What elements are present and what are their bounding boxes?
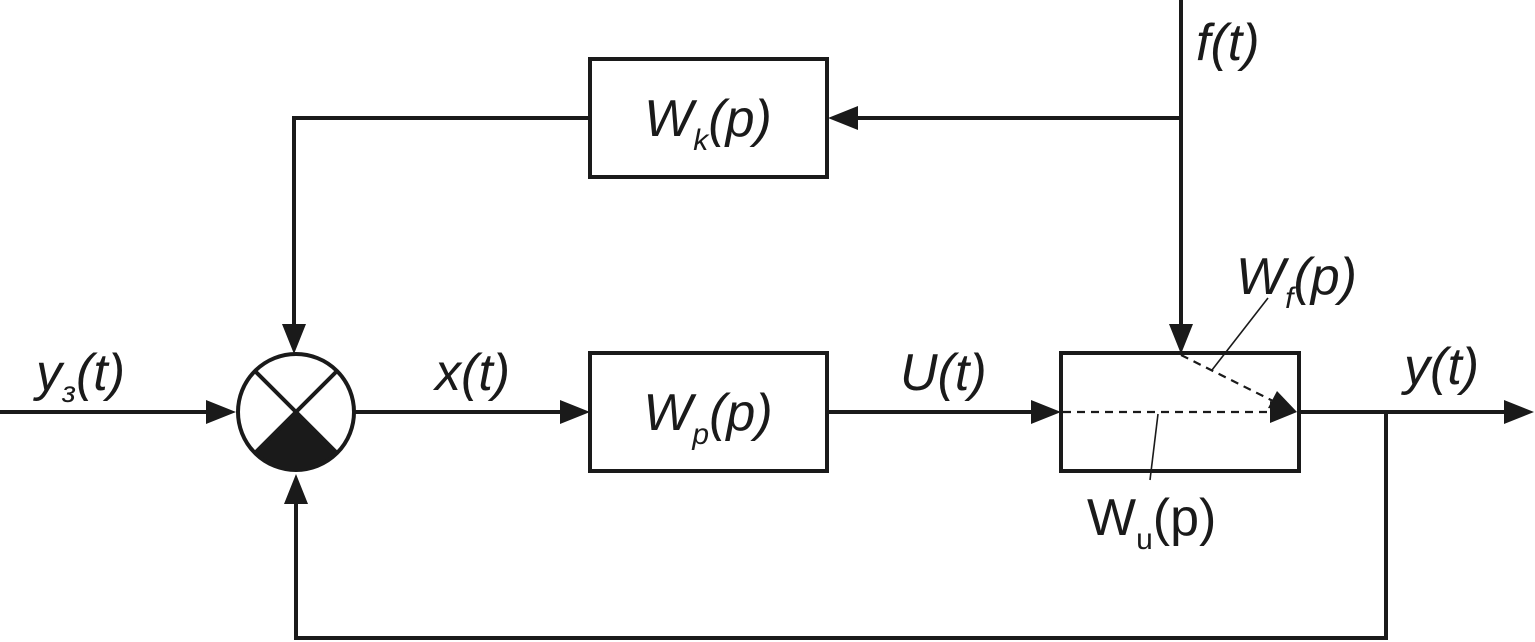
compensation-arrowhead xyxy=(828,106,858,130)
block-wk xyxy=(588,57,829,179)
block-wp-label: Wp(p) xyxy=(643,384,772,451)
compensation-out-arrowhead xyxy=(282,324,306,354)
compensation-out-wire xyxy=(292,116,590,326)
signal-y-label: y(t) xyxy=(1401,338,1479,396)
disturbance-arrowhead xyxy=(1169,324,1193,354)
wu-leader-line xyxy=(1149,413,1159,481)
summing-junction-cross-b xyxy=(253,369,339,455)
wf-leader-line xyxy=(1211,297,1269,371)
error-arrowhead xyxy=(560,400,590,424)
block-wp xyxy=(588,351,829,473)
block-wf-label: Wf(p) xyxy=(1236,248,1357,315)
block-wu-label: Wu(p) xyxy=(1087,489,1216,556)
signal-x-label: x(t) xyxy=(432,344,510,402)
wf-dashed-path xyxy=(1180,354,1276,403)
block-wk-label: Wk(p) xyxy=(644,90,772,157)
feedback-arrowhead xyxy=(284,474,308,504)
signal-f-label: f(t) xyxy=(1196,14,1260,72)
summing-junction-circle xyxy=(236,352,356,472)
signal-u-label: U(t) xyxy=(900,344,987,402)
feedback-wire xyxy=(294,412,1388,640)
summing-junction xyxy=(236,352,356,472)
wf-dashed-arrowhead xyxy=(1268,391,1297,412)
summing-junction-negative-sector xyxy=(255,412,337,470)
signal-y-ref-label: yз(t) xyxy=(33,344,125,409)
input-arrowhead xyxy=(206,400,236,424)
output-arrowhead xyxy=(1504,400,1534,424)
control-arrowhead xyxy=(1031,400,1061,424)
